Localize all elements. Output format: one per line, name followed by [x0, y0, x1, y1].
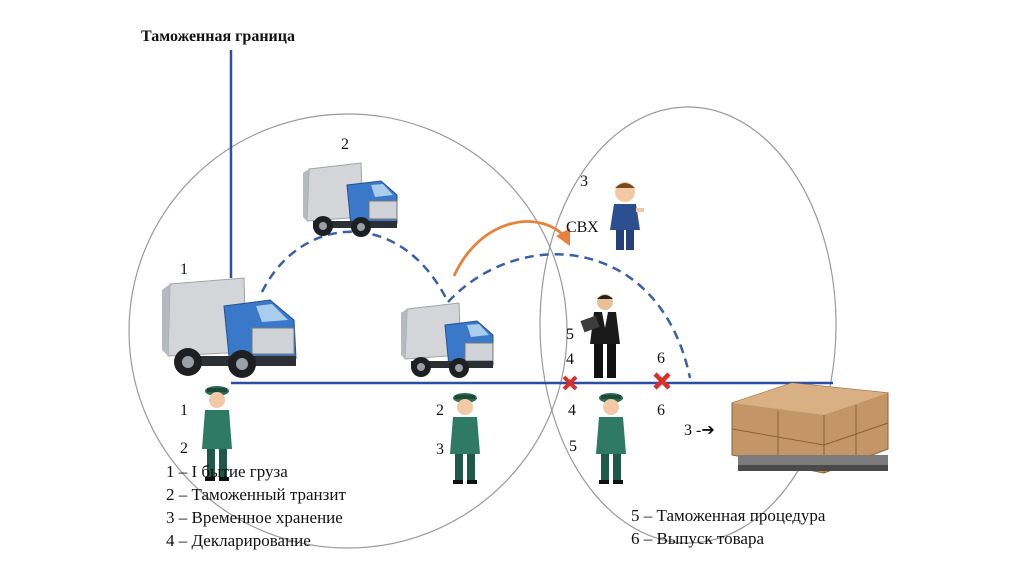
truck-icon	[401, 302, 494, 378]
left-zone-circle	[128, 113, 568, 549]
legend-item-6: 6 – Выпуск товара	[631, 529, 765, 548]
inspector-icon	[580, 294, 620, 378]
marker-worker: 3	[580, 173, 588, 190]
truck-icon	[162, 277, 297, 378]
marker-officer1-a: 1	[180, 402, 188, 419]
right-zone-circle	[539, 106, 837, 544]
svx-label: СВХ	[566, 219, 599, 236]
truck-icon	[303, 162, 398, 237]
marker-officer3-b: 5	[569, 438, 577, 455]
customs-officer-icon	[450, 393, 480, 484]
legend-item-5: 5 – Таможенная процедура	[631, 506, 826, 525]
legend-item-1: 1 – I бытие груза	[166, 462, 288, 481]
worker-icon	[610, 182, 644, 250]
customs-officer-icon	[202, 386, 232, 481]
marker-truck2: 2	[341, 136, 349, 153]
legend-item-2: 2 – Таможенный транзит	[166, 485, 346, 504]
marker-inspector-a: 5	[566, 326, 574, 343]
marker-officer2-b: 3	[436, 441, 444, 458]
cross-mark-icon	[562, 375, 578, 391]
storage-arrow-head	[556, 228, 570, 246]
marker-officer3-a: 4	[568, 402, 576, 419]
marker-cross6-top: 6	[657, 350, 665, 367]
legend-item-4: 4 – Декларирование	[166, 531, 311, 550]
cargo-pallet-icon	[731, 382, 889, 474]
marker-officer2-a: 2	[436, 402, 444, 419]
storage-arrow	[452, 220, 568, 277]
transit-arc-2	[447, 253, 692, 379]
cross-mark-icon	[653, 372, 671, 390]
page-title: Таможенная граница	[141, 28, 295, 45]
marker-officer1-b: 2	[180, 440, 188, 457]
marker-cross6-bottom: 6	[657, 402, 665, 419]
marker-truck1: 1	[180, 261, 188, 278]
transit-arc-1	[260, 230, 450, 303]
marker-inspector-b: 4	[566, 351, 574, 368]
marker-pallet: 3 -➔	[684, 422, 715, 439]
customs-officer-icon	[596, 393, 626, 484]
legend-item-3: 3 – Временное хранение	[166, 508, 343, 527]
